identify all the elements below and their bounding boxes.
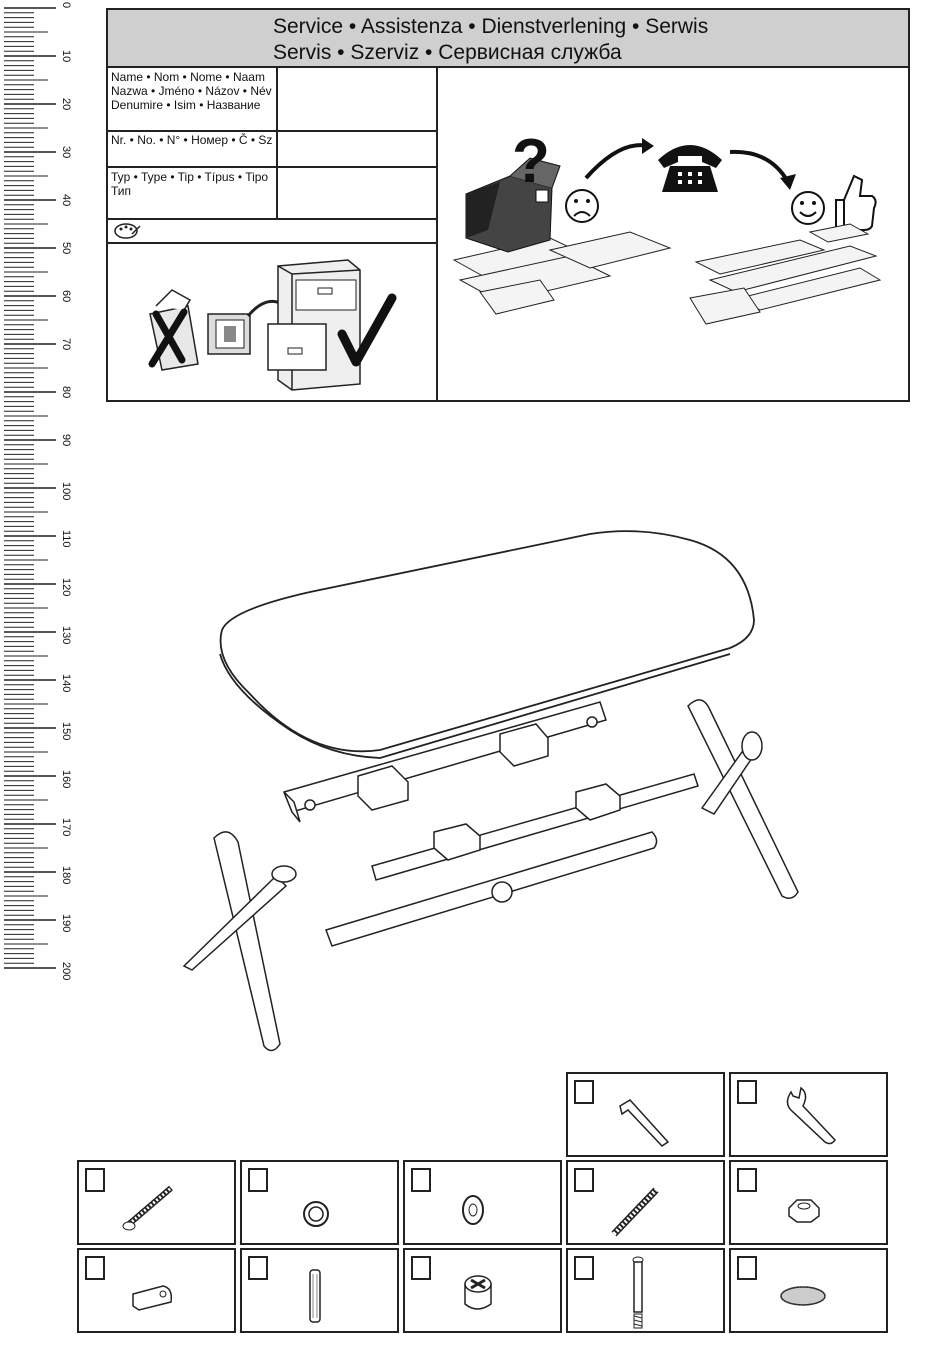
checkmark-icon (337, 293, 397, 367)
part-cam-bracket (77, 1248, 236, 1333)
name-field-label: Name • Nom • Nome • Naam Nazwa • Jméno •… (111, 70, 272, 112)
frame-rail-front (282, 701, 607, 823)
checkbox[interactable] (574, 1080, 594, 1104)
ruler-label: 140 (60, 674, 72, 693)
file-cabinet-icon (267, 259, 361, 391)
service-title-line2: Servis • Szerviz • Сервисная служба (273, 41, 622, 64)
spring-washer-icon (303, 1201, 329, 1227)
part-nut (729, 1160, 888, 1245)
ruler-label: 90 (60, 434, 72, 447)
ruler-label: 190 (60, 914, 72, 933)
divider-h1 (108, 130, 438, 132)
manual-booklet-icon (207, 313, 251, 355)
cam-bolt-icon (632, 1256, 644, 1329)
nut-icon (788, 1199, 820, 1223)
part-washer (403, 1160, 562, 1245)
ruler-label: 0 (60, 2, 72, 9)
threaded-bolt-icon (611, 1187, 659, 1237)
leg-left (182, 831, 297, 1052)
ruler-label: 10 (60, 50, 72, 63)
allen-key-icon (619, 1099, 670, 1147)
ruler-label: 50 (60, 242, 72, 255)
checkbox[interactable] (85, 1256, 105, 1280)
type-field-input[interactable] (280, 170, 434, 216)
divider-vertical (436, 68, 438, 402)
sad-face-icon (565, 189, 599, 223)
checkbox[interactable] (574, 1256, 594, 1280)
ruler-label: 20 (60, 98, 72, 111)
thumbs-up-icon (835, 174, 877, 231)
measuring-ruler: 0 10 20 30 40 50 60 70 80 90 100 110 120 130 140 150 160… (0, 0, 80, 990)
wrench-icon (786, 1086, 836, 1145)
table-top (219, 530, 755, 759)
ruler-label: 60 (60, 290, 72, 303)
ruler-label: 170 (60, 818, 72, 837)
ruler-label: 180 (60, 866, 72, 885)
felt-pad-icon (780, 1286, 826, 1306)
checkbox[interactable] (737, 1256, 757, 1280)
question-mark-icon: ? (512, 127, 550, 196)
ruler-label: 150 (60, 722, 72, 741)
frame-rail-back (371, 773, 699, 881)
ruler-label: 40 (60, 194, 72, 207)
assembled-parts-icon (689, 223, 882, 325)
table-exploded-view (182, 530, 799, 1052)
part-wrench (729, 1072, 888, 1157)
checkbox[interactable] (411, 1256, 431, 1280)
cam-bracket-icon (132, 1285, 173, 1311)
trash-bin-icon (148, 289, 199, 371)
palette-icon (114, 223, 141, 239)
part-allen-key (566, 1072, 725, 1157)
service-info-box: Service • Assistenza • Dienstverlening •… (106, 8, 910, 402)
service-title-line1: Service • Assistenza • Dienstverlening •… (273, 15, 709, 38)
happy-face-icon (791, 191, 825, 225)
service-contact-illustration: ? (452, 127, 882, 325)
ruler-label: 160 (60, 770, 72, 789)
number-field-label: Nr. • No. • N° • Номер • Č • Sz (111, 133, 273, 147)
checkbox[interactable] (411, 1168, 431, 1192)
checkbox[interactable] (248, 1256, 268, 1280)
arrow-icon (584, 143, 649, 180)
part-threaded-bolt (566, 1160, 725, 1245)
washer-icon (462, 1195, 484, 1225)
dowel-icon (309, 1269, 321, 1323)
part-felt-pad (729, 1248, 888, 1333)
ruler-label: 100 (60, 482, 72, 501)
checkbox[interactable] (737, 1168, 757, 1192)
keep-instructions-illustration (148, 259, 397, 391)
part-dowel (240, 1248, 399, 1333)
part-cam-bolt (566, 1248, 725, 1333)
ruler-label: 70 (60, 338, 72, 351)
divider-field (276, 68, 278, 220)
ruler-ticks (4, 7, 56, 969)
type-field-label: Typ • Type • Tip • Típus • Tipo Тип (111, 170, 269, 198)
checkbox[interactable] (737, 1080, 757, 1104)
ruler-label: 30 (60, 146, 72, 159)
part-spring-washer (240, 1160, 399, 1245)
ruler-label: 80 (60, 386, 72, 399)
part-screw (77, 1160, 236, 1245)
box-icon (465, 157, 561, 253)
checkbox[interactable] (248, 1168, 268, 1192)
screw-icon (122, 1185, 173, 1231)
ruler-label: 200 (60, 962, 72, 981)
divider-h4 (108, 242, 438, 244)
arrow-icon (729, 149, 790, 184)
name-field-input[interactable] (280, 70, 434, 128)
cam-lock-icon (464, 1275, 492, 1310)
checkbox[interactable] (574, 1168, 594, 1192)
leg-right (687, 699, 799, 899)
crossbar (325, 831, 658, 947)
number-field-input[interactable] (280, 133, 434, 165)
service-header: Service • Assistenza • Dienstverlening •… (108, 10, 908, 68)
part-cam-lock (403, 1248, 562, 1333)
divider-h3 (108, 218, 438, 220)
ruler-label: 120 (60, 578, 72, 597)
divider-h2 (108, 166, 438, 168)
ruler-label: 110 (60, 530, 72, 548)
checkbox[interactable] (85, 1168, 105, 1192)
ruler-label: 130 (60, 626, 72, 645)
telephone-icon (658, 145, 722, 192)
